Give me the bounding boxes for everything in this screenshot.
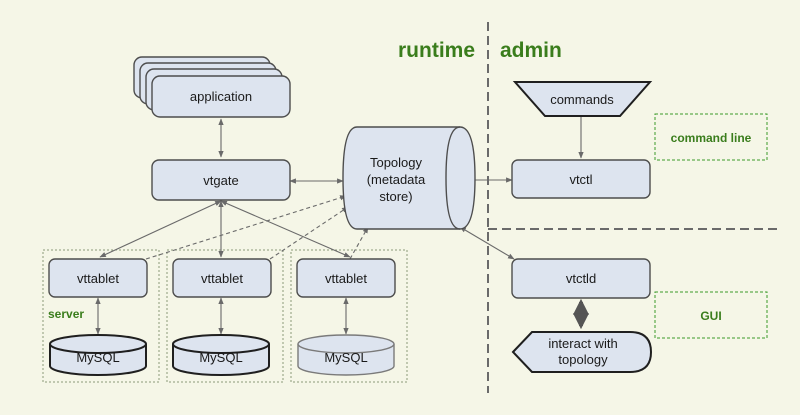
admin-heading: admin	[500, 39, 562, 62]
vtgate-label: vtgate	[203, 173, 238, 188]
vtctld-node: vtctld	[511, 258, 651, 299]
interact-label-line1: interact with	[548, 336, 617, 351]
vtgate-node: vtgate	[151, 159, 291, 201]
edge-vttablet2-topology	[269, 206, 349, 260]
interact-node: interact with topology	[511, 331, 653, 373]
topology-label-line3: store)	[379, 189, 412, 204]
vttablet-label-1: vttablet	[77, 271, 119, 286]
edge-vtgate-vttablet1	[99, 200, 222, 258]
vtctld-label: vtctld	[566, 271, 596, 286]
application-node: application	[133, 56, 291, 118]
edge-vttablet3-topology	[349, 226, 369, 260]
vttablet-label-3: vttablet	[325, 271, 367, 286]
edge-topology-vtctld	[459, 226, 515, 260]
vttablet-node-3: vttablet	[296, 258, 396, 298]
vttablet-node-2: vttablet	[172, 258, 272, 298]
vtctl-node: vtctl	[511, 159, 651, 199]
commands-label: commands	[550, 92, 614, 107]
command-line-label: command line	[671, 131, 752, 145]
edge-vtgate-vttablet3	[220, 200, 351, 258]
mysql-label-1: MySQL	[76, 350, 119, 365]
commands-node: commands	[512, 81, 653, 117]
application-label: application	[190, 89, 252, 104]
mysql-label-2: MySQL	[199, 350, 242, 365]
topology-label-line1: Topology	[370, 155, 423, 170]
mysql-node-1: MySQL	[49, 334, 147, 376]
gui-label: GUI	[700, 309, 721, 323]
vttablet-node-1: vttablet	[48, 258, 148, 298]
command-line-frame	[654, 113, 768, 161]
topology-node: Topology (metadata store)	[342, 126, 476, 230]
mysql-label-3: MySQL	[324, 350, 367, 365]
vttablet-label-2: vttablet	[201, 271, 243, 286]
mysql-node-3: MySQL	[297, 334, 395, 376]
gui-frame	[654, 291, 768, 339]
vtctl-label: vtctl	[569, 172, 592, 187]
runtime-heading: runtime	[398, 39, 475, 62]
mysql-node-2: MySQL	[172, 334, 270, 376]
server-label: server	[48, 307, 84, 321]
interact-label-line2: topology	[558, 352, 608, 367]
topology-label-line2: (metadata	[367, 172, 426, 187]
